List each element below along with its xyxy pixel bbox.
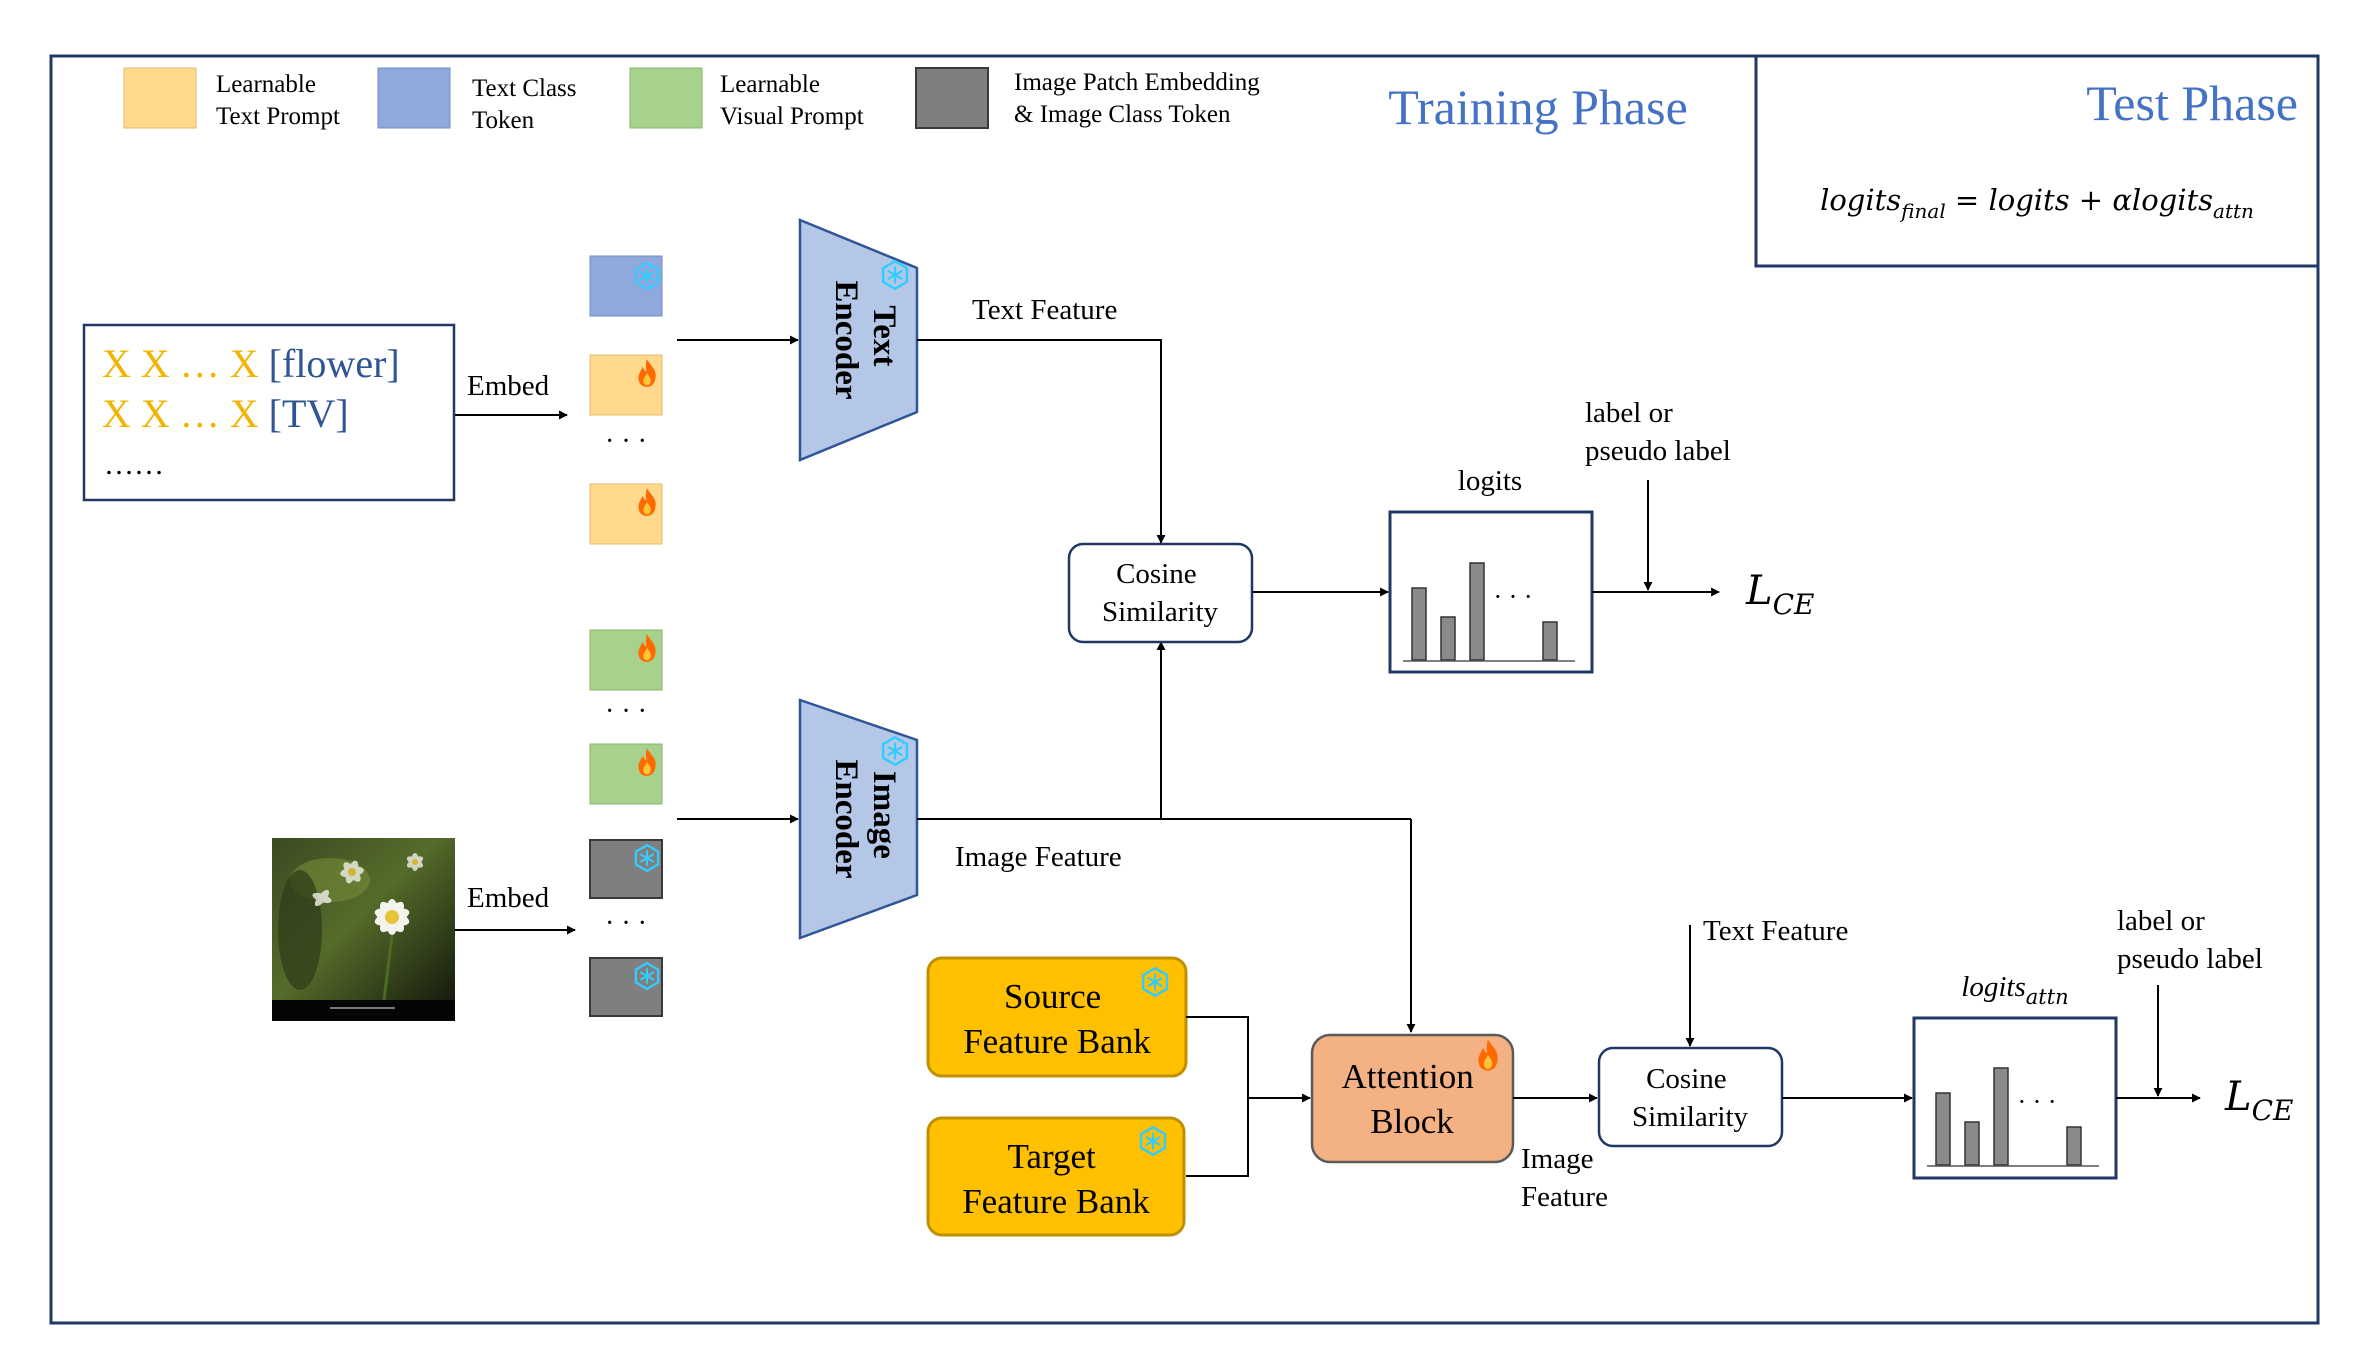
image-token-column: · · · · · · <box>589 629 663 1017</box>
formula-term2: logits <box>2132 183 2213 217</box>
training-phase-title: Training Phase <box>1388 79 1688 135</box>
legend-swatch-image-patch <box>915 67 989 129</box>
attention-block-label: Attention Block <box>1342 1057 1483 1141</box>
ce-loss-attn-label: LCE <box>2224 1074 2293 1127</box>
target-feature-bank <box>926 1116 1186 1237</box>
logit-bar <box>1440 616 1456 661</box>
text-feature-arrow <box>917 339 1166 544</box>
text-encoder <box>798 218 919 462</box>
test-phase-panel <box>1754 56 2318 268</box>
text-input-row-3: …… <box>104 448 164 481</box>
logits-label: logits <box>1458 465 1522 497</box>
attention-image-feature-label: Image Feature <box>1521 1143 1608 1213</box>
ce-loss-label: LCE <box>1745 568 1814 621</box>
logit-attn-bar <box>2066 1126 2082 1166</box>
embed-label-image: Embed <box>467 882 550 914</box>
visual-prompt-dots: · · · <box>605 696 647 727</box>
legend-swatch-visual-prompt <box>629 67 703 129</box>
text-feature-label: Text Feature <box>972 294 1117 326</box>
legend-label-text-prompt: Learnable Text Prompt <box>216 71 340 130</box>
text-token-column: · · · <box>589 255 663 545</box>
formula-lhs-sub: final <box>1899 199 1946 223</box>
legend-label-image-patch: Image Patch Embedding & Image Class Toke… <box>1014 69 1266 128</box>
logits-attn-label: logitsattn <box>1961 971 2068 1009</box>
logit-attn-bar <box>1964 1121 1980 1166</box>
text-input-row-2: X X … X [TV] <box>102 391 349 436</box>
legend: Learnable Text Prompt Text Class Token L… <box>123 67 1266 134</box>
formula-equals: = <box>1946 183 1989 217</box>
label-or-pseudo-label: label or pseudo label <box>1585 397 1731 467</box>
formula-alpha: α <box>2112 183 2132 217</box>
text-encoder-label: Text Encoder <box>828 280 902 399</box>
target-feature-bank-label: Target Feature Bank <box>962 1137 1150 1221</box>
cosine-similarity-attn-label: Cosine Similarity <box>1632 1063 1749 1133</box>
formula-term2-sub: attn <box>2213 199 2254 223</box>
cosine-similarity-label: Cosine Similarity <box>1102 558 1219 628</box>
legend-swatch-class-token <box>377 67 451 129</box>
logit-bar-dots: · · · <box>1494 582 1533 611</box>
logit-attn-bar <box>1935 1092 1951 1166</box>
legend-swatch-text-prompt <box>123 67 197 129</box>
logit-bar <box>1469 562 1485 661</box>
image-encoder-label: Image Encoder <box>828 759 902 878</box>
source-feature-bank-label: Source Feature Bank <box>963 977 1151 1061</box>
logits-bars: · · · <box>1403 562 1575 662</box>
text-token-dots: · · · <box>605 426 647 457</box>
source-bank-connector <box>1186 1016 1249 1177</box>
image-token-dots: · · · <box>605 908 647 939</box>
text-input-box <box>82 323 456 502</box>
cosine-similarity-box <box>1067 542 1254 644</box>
text-input-row-1: X X … X [flower] <box>102 341 400 386</box>
input-image-daisy <box>272 838 455 1021</box>
test-formula: logitsfinal = logits + αlogitsattn <box>1820 183 2254 223</box>
formula-term1: logits <box>1988 183 2069 217</box>
formula-lhs: logits <box>1820 183 1901 217</box>
logit-bar <box>1542 621 1558 661</box>
formula-plus: + <box>2070 183 2113 217</box>
logit-attn-bar-dots: · · · <box>2018 1087 2057 1116</box>
label-or-pseudo-label-attn: label or pseudo label <box>2117 905 2263 975</box>
logits-attn-bars: · · · <box>1927 1067 2099 1167</box>
legend-label-class-token: Text Class Token <box>472 75 583 134</box>
test-phase-title: Test Phase <box>2086 75 2298 131</box>
embed-label-text: Embed <box>467 370 550 402</box>
logit-bar <box>1411 587 1427 661</box>
outer-frame <box>49 54 2320 1325</box>
image-feature-label: Image Feature <box>955 841 1122 873</box>
legend-label-visual-prompt: Learnable Visual Prompt <box>720 71 864 130</box>
lower-text-feature-label: Text Feature <box>1703 915 1848 947</box>
logit-attn-bar <box>1993 1067 2009 1166</box>
